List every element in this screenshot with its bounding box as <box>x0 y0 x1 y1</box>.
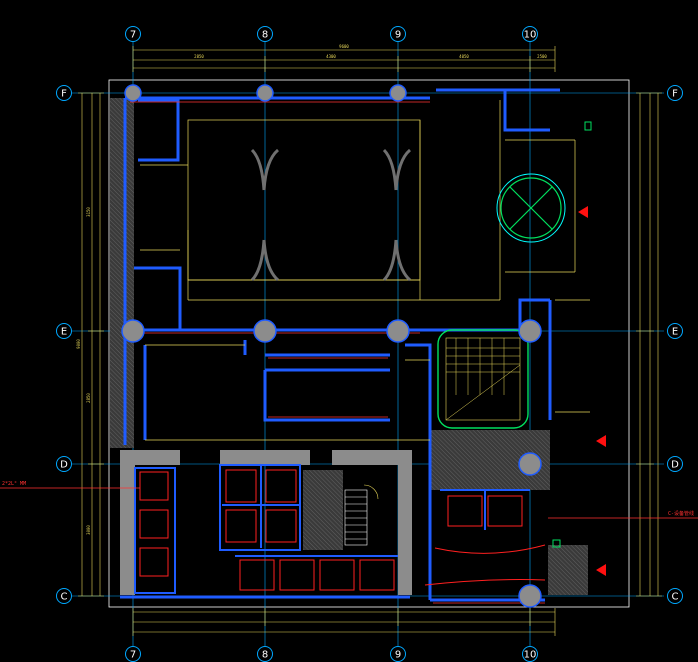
column-8-F <box>256 84 274 102</box>
dim-top-seg-3: 4050 <box>459 54 469 59</box>
interior-lines <box>140 100 590 441</box>
walls <box>120 88 560 602</box>
southeast-hatch <box>548 545 588 595</box>
dim-top-overall: 9600 <box>339 44 349 49</box>
grid-label-col-10: 10 <box>524 30 537 41</box>
grid-label-row-E: E <box>672 327 678 338</box>
door-markers <box>552 121 592 548</box>
left-dimensions <box>78 92 104 597</box>
bottom-dimensions <box>132 608 556 636</box>
west-wall-hatch <box>110 98 134 448</box>
stair-core <box>437 329 529 429</box>
dim-top-seg-2: 4300 <box>326 54 336 59</box>
grid-label-col-10: 10 <box>524 650 537 661</box>
right-dimensions <box>636 92 662 597</box>
left-note-label: 2*2L° MM <box>2 481 26 487</box>
grid-label-col-9: 9 <box>395 30 401 41</box>
grid-bubble-col-10-top <box>522 26 538 42</box>
grid-bubble-col-8-top <box>257 26 273 42</box>
column-10-C <box>518 584 542 608</box>
column-9-F <box>389 84 407 102</box>
grid-label-col-9: 9 <box>395 650 401 661</box>
grid-bubble-row-F-right <box>667 85 683 101</box>
drawing-boundary <box>108 79 630 608</box>
dim-left-seg-3: 3000 <box>86 525 91 535</box>
grid-label-col-7: 7 <box>130 30 136 41</box>
round-table <box>496 173 566 243</box>
grid-bubble-row-E-left <box>56 323 72 339</box>
grid-bubble-row-F-left <box>56 85 72 101</box>
column-8-E <box>253 319 277 343</box>
dim-left-overall: 9000 <box>76 339 81 349</box>
core-hatch <box>303 470 343 550</box>
grid-label-row-D: D <box>671 460 679 471</box>
grid-label-row-F: F <box>672 89 678 100</box>
grid-label-row-E: E <box>61 327 67 338</box>
dim-left-seg-2: 2850 <box>86 393 91 403</box>
grid-bubble-row-C-right <box>667 588 683 604</box>
grid-label-col-8: 8 <box>262 30 268 41</box>
columns <box>121 84 542 608</box>
section-markers <box>578 206 606 576</box>
cubicle-partitions <box>174 465 530 590</box>
dim-left-seg-1: 3150 <box>86 207 91 217</box>
column-10-D <box>518 452 542 476</box>
dim-top-seg-1: 2850 <box>194 54 204 59</box>
grid-label-row-D: D <box>60 460 68 471</box>
grid-label-col-8: 8 <box>262 650 268 661</box>
column-10-E <box>518 319 542 343</box>
grid-bubble-row-D-right <box>667 456 683 472</box>
small-stair <box>344 484 379 546</box>
thin-walls <box>130 101 545 604</box>
grid-bubble-row-E-right <box>667 323 683 339</box>
column-9-E <box>386 319 410 343</box>
column-7-E <box>121 319 145 343</box>
grid-bubble-col-7-top <box>125 26 141 42</box>
hall-decor <box>250 148 412 282</box>
lower-left-core <box>120 450 412 595</box>
grid-label-row-C: C <box>672 592 679 603</box>
grid-label-col-7: 7 <box>130 650 136 661</box>
grid-bubble-row-D-left <box>56 456 72 472</box>
grid-label-row-F: F <box>61 89 67 100</box>
column-7-F <box>124 84 142 102</box>
right-note-label: C-设备管线 <box>668 510 694 517</box>
grid-label-row-C: C <box>61 592 68 603</box>
fixtures <box>139 469 546 591</box>
top-dimensions <box>132 46 556 72</box>
dim-top-seg-4: 2500 <box>537 54 547 59</box>
grid-bubble-col-9-top <box>390 26 406 42</box>
grid-bubble-row-C-left <box>56 588 72 604</box>
